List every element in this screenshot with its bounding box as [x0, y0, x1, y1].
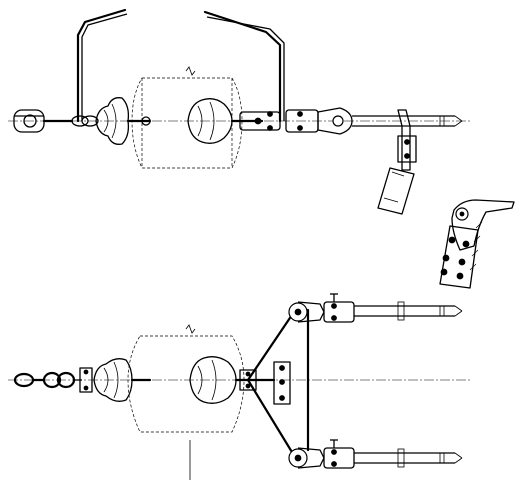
plan-left-disc [79, 358, 152, 402]
yoke-plate [260, 361, 291, 405]
left-clevis [13, 109, 74, 133]
right-arcing-horn [203, 10, 285, 123]
side-view [8, 8, 470, 215]
detail-view [439, 199, 515, 289]
upper-clevis [288, 293, 355, 323]
tension-rod [352, 115, 463, 127]
left-arcing-horn [76, 8, 128, 123]
plan-chain [42, 371, 82, 389]
right-clevis [239, 107, 353, 135]
lower-clevis [288, 439, 355, 469]
plan-view [8, 293, 470, 480]
plan-left-eye [13, 372, 46, 388]
upper-tension-rod [354, 301, 463, 321]
left-insulator-disc [95, 97, 152, 145]
suspension-clamp [377, 109, 417, 215]
spreader-frame [246, 304, 310, 464]
plan-insulator-outline [127, 324, 245, 480]
lower-tension-rod [354, 448, 463, 468]
center-fitting [141, 116, 151, 126]
